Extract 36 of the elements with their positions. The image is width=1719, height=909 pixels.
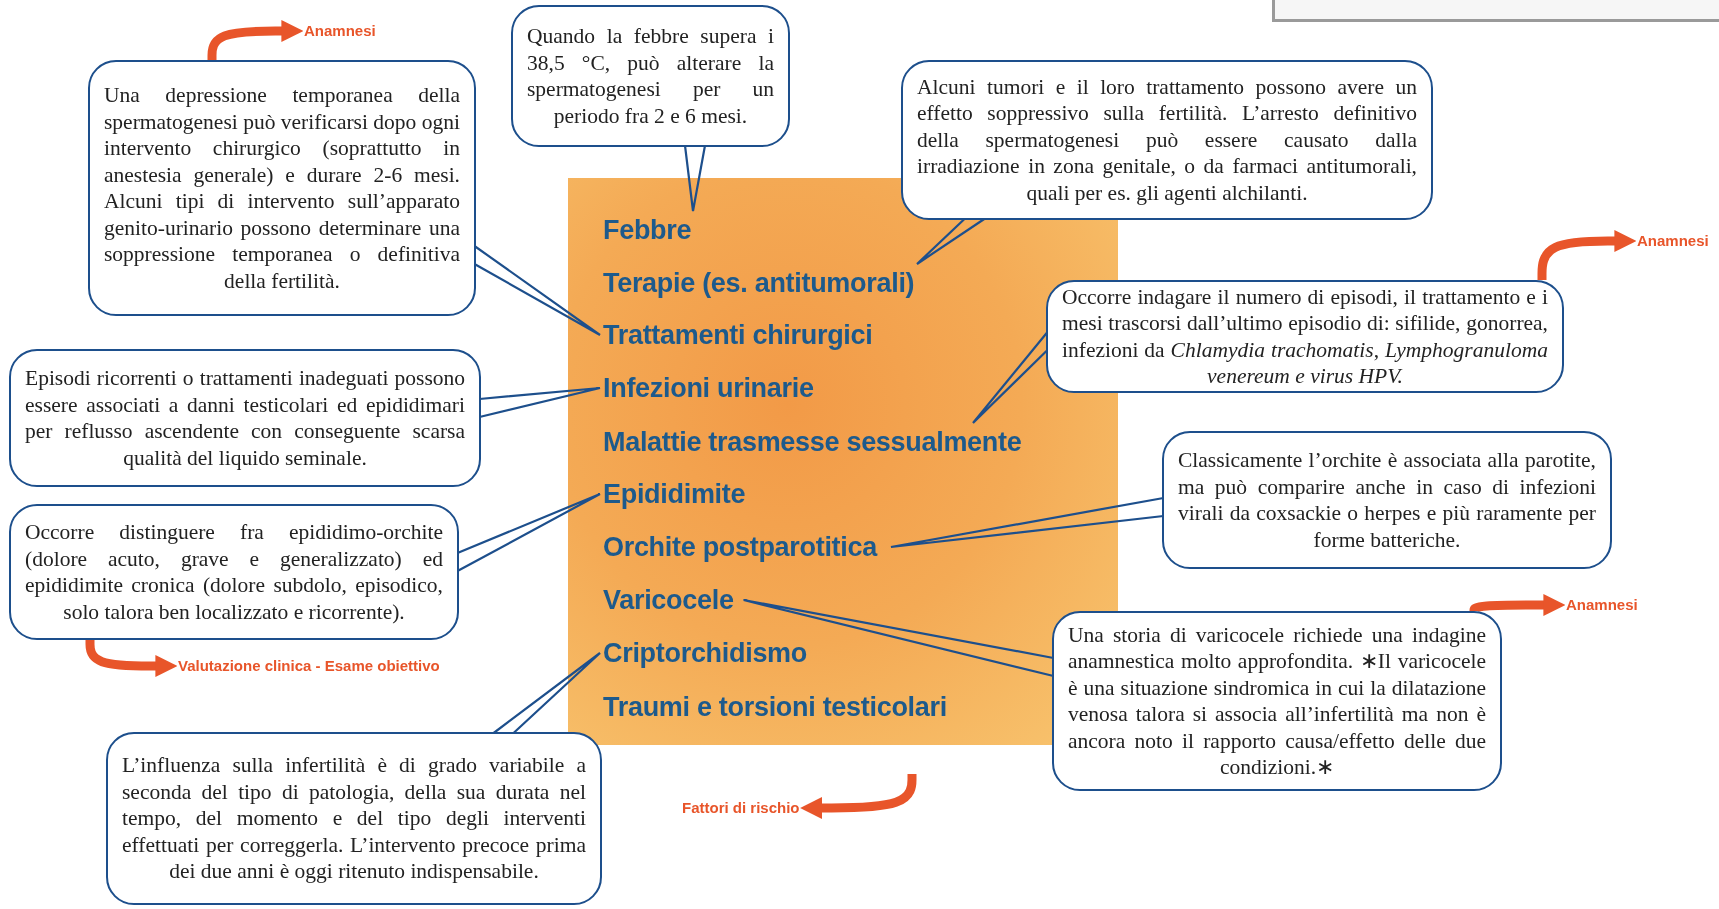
curved-arrow bbox=[800, 774, 917, 819]
callout-text: Occorre distinguere fra epididimo-orchite (dolore acuto, grave e generalizzato) ed epididimite cronica (dolore subdolo, episodico, solo talora ben localizzato e ricorrente). bbox=[25, 519, 443, 625]
risk-factor-label: Orchite postparotitica bbox=[603, 532, 877, 562]
curved-arrow bbox=[1469, 594, 1566, 616]
speech-bubble bbox=[9, 504, 459, 640]
curved-arrow bbox=[207, 20, 304, 60]
risk-factor-label: Infezioni urinarie bbox=[603, 373, 814, 403]
callout-text: Episodi ricorrenti o trattamenti inadeguati possono essere associati a danni testicolari ed epididimari per reflusso ascendente con conseguente scarsa qualità del liquido seminale. bbox=[25, 365, 465, 471]
risk-factor-label: Malattie trasmesse sessualmente bbox=[603, 427, 1022, 457]
risk-factor-label: Febbre bbox=[603, 215, 692, 245]
risk-factor-label: Trattamenti chirurgici bbox=[603, 320, 873, 350]
risk-factor-label: Terapie (es. antitumorali) bbox=[603, 268, 915, 298]
callout-text: Classicamente l’orchite è associata alla parotite, ma può comparire anche in caso di infezioni virali da coxsackie o herpes e più raramente per forme batteriche. bbox=[1178, 447, 1596, 553]
speech-bubble bbox=[901, 60, 1433, 220]
section-heading-label: Fattori di rischio bbox=[682, 799, 800, 816]
section-heading-label: Valutazione clinica - Esame obiettivo bbox=[178, 657, 440, 674]
callout-text: Alcuni tumori e il loro trattamento possono avere un effetto soppressivo sulla fertilità. L’arresto definitivo della spermatogenesi può essere causato dalla irradiazione in zona genitale, o da farmaci antitumorali, quali per es. gli agenti alchilanti. bbox=[917, 73, 1417, 207]
callout-text: Quando la febbre supera i 38,5 °C, può alterare la spermatogenesi per un periodo fra 2 e 6 mesi. bbox=[527, 23, 774, 129]
speech-bubble bbox=[106, 732, 602, 905]
section-heading-label: Anamnesi bbox=[304, 22, 376, 39]
risk-factor-label: Epididimite bbox=[603, 479, 746, 509]
speech-bubble bbox=[9, 349, 481, 487]
speech-bubble bbox=[88, 60, 476, 316]
curved-arrow bbox=[85, 639, 178, 677]
speech-bubble bbox=[1052, 611, 1502, 791]
speech-bubble bbox=[1162, 431, 1612, 569]
speech-bubble bbox=[511, 5, 790, 147]
callout-text: Una storia di varicocele richiede una indagine anamnestica molto approfondita. ∗Il varicocele è una situazione sindromica in cui la dilatazione venosa talora si associa all’infertilità ma non è ancora noto il rapporto causa/effetto delle due condizioni.∗ bbox=[1068, 621, 1486, 781]
risk-factor-label: Criptorchidismo bbox=[603, 638, 807, 668]
callout-text: Occorre indagare il numero di episodi, il trattamento e i mesi trascorsi dall’ultimo episodio di: sifilide, gonorrea, infezioni da Chlamydia trachomatis, Lymphogranuloma venereum e virus HPV. bbox=[1062, 283, 1548, 390]
callout-text: L’influenza sulla infertilità è di grado variabile a seconda del tipo di patologia, della sua durata nel tempo, del momento e del tipo degli interventi effettuati per correggerla. L’intervento precoce prima dei due anni è oggi ritenuto indispensabile. bbox=[122, 752, 586, 885]
callout-text: Una depressione temporanea della spermatogenesi può verificarsi dopo ogni intervento chirurgico (soprattutto in anestesia generale) e durare 2-6 mesi. Alcuni tipi di intervento sull’apparato genito-urinario possono determinare una soppressione temporanea o definitiva della fertilità. bbox=[104, 82, 460, 294]
risk-factor-label: Traumi e torsioni testicolari bbox=[603, 692, 947, 722]
section-heading-label: Anamnesi bbox=[1637, 232, 1709, 249]
section-heading-label: Anamnesi bbox=[1566, 596, 1638, 613]
risk-factor-label: Varicocele bbox=[603, 585, 734, 615]
